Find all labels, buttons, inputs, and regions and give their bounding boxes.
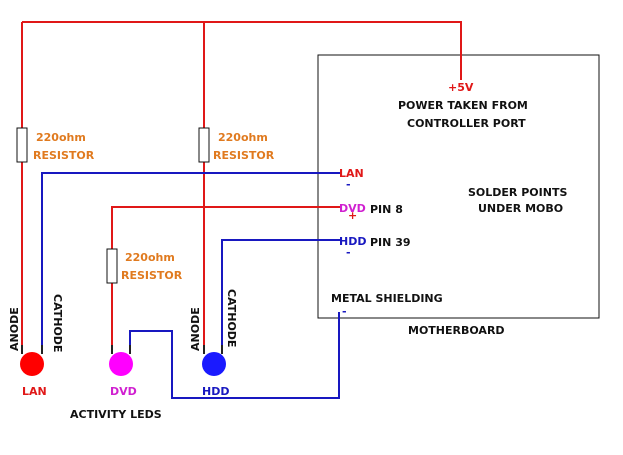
motherboard-box — [317, 54, 600, 319]
solder-points-line2: UNDER MOBO — [478, 202, 563, 215]
power-voltage-label: +5V — [448, 81, 474, 94]
hdd-anode-label: ANODE — [189, 307, 202, 351]
hdd-cathode-label: CATHODE — [225, 289, 238, 347]
resistor-lan — [16, 127, 28, 163]
resistor-dvd — [106, 248, 118, 284]
resistor-lan-type: RESISTOR — [33, 149, 95, 162]
resistor-dvd-value: 220ohm — [125, 251, 175, 264]
port-hdd-minus: - — [346, 246, 351, 259]
port-dvd-label: DVD — [339, 202, 366, 215]
led-hdd-label: HDD — [202, 385, 229, 398]
resistor-dvd-type: RESISTOR — [121, 269, 183, 282]
wire-lan-cathode — [41, 172, 342, 353]
blue-signal-wires — [41, 172, 342, 399]
led-dvd-label: DVD — [110, 385, 137, 398]
motherboard-label: MOTHERBOARD — [408, 324, 505, 337]
power-note-line1: POWER TAKEN FROM — [398, 99, 528, 112]
port-hdd-label: HDD — [339, 235, 366, 248]
led-lan — [20, 352, 44, 376]
shield-minus: - — [342, 305, 347, 318]
pin-39-label: PIN 39 — [370, 236, 411, 249]
activity-leds-caption: ACTIVITY LEDS — [70, 408, 162, 421]
resistor-hdd — [198, 127, 210, 163]
wire-dvd-cathode-shield — [129, 312, 340, 399]
pin-8-label: PIN 8 — [370, 203, 403, 216]
wire-5v-bus — [22, 21, 462, 80]
red-supply-wires — [21, 21, 462, 353]
resistor-hdd-value: 220ohm — [218, 131, 268, 144]
led-lan-label: LAN — [22, 385, 47, 398]
led-legs — [21, 345, 223, 354]
resistor-hdd-type: RESISTOR — [213, 149, 275, 162]
wire-dvd-plus — [111, 206, 342, 249]
solder-points-line1: SOLDER POINTS — [468, 186, 567, 199]
port-lan-label: LAN — [339, 167, 364, 180]
led-hdd — [202, 352, 226, 376]
led-dvd — [109, 352, 133, 376]
lan-anode-label: ANODE — [8, 307, 21, 351]
lan-cathode-label: CATHODE — [51, 294, 64, 352]
port-lan-minus: - — [346, 178, 351, 191]
port-dvd-plus: + — [348, 209, 357, 222]
power-note-line2: CONTROLLER PORT — [407, 117, 526, 130]
resistor-lan-value: 220ohm — [36, 131, 86, 144]
wire-hdd-cathode — [221, 239, 342, 353]
metal-shielding-label: METAL SHIELDING — [331, 292, 443, 305]
